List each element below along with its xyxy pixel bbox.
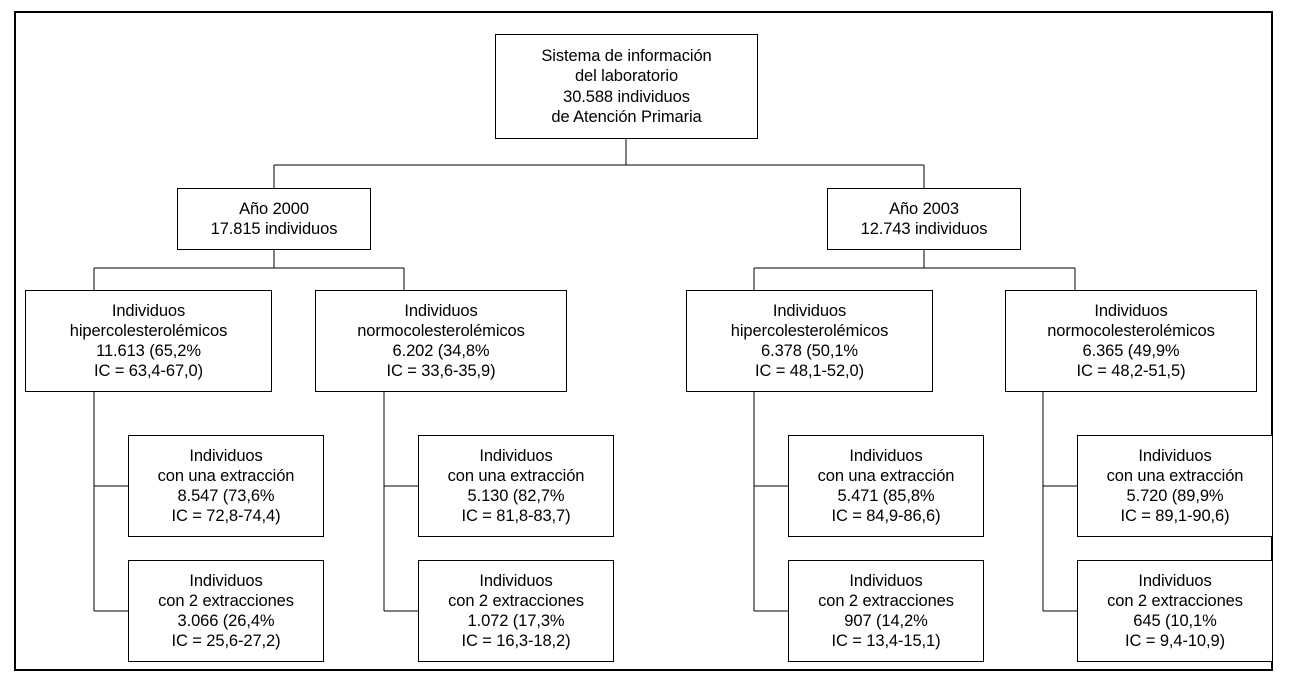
node-hiper-2003-una-line-4: IC = 84,9-86,6) [831, 507, 941, 526]
node-normo-2003-dos-line-4: IC = 9,4-10,9) [1125, 632, 1225, 651]
node-normo-2003-una-line-4: IC = 89,1-90,6) [1120, 507, 1230, 526]
node-hiper-2000-dos-extracciones[interactable]: Individuos con 2 extracciones 3.066 (26,… [128, 560, 324, 662]
diagram-frame-border [14, 11, 1273, 671]
node-hiper-2003-una-extraccion[interactable]: Individuos con una extracción 5.471 (85,… [788, 435, 984, 537]
node-hiper-2000-line-4: IC = 63,4-67,0) [93, 362, 204, 381]
node-hiper-2003-dos-line-2: con 2 extracciones [818, 591, 954, 610]
node-hiper-2003-dos-line-3: 907 (14,2% [844, 612, 928, 630]
node-hiper-2000-dos-line-1: Individuos [189, 571, 263, 590]
node-normo-2003-line-1: Individuos [1094, 301, 1168, 320]
node-normo-2003-line-4: IC = 48,2-51,5) [1076, 362, 1186, 381]
node-hiper-2000-una-line-2: con una extracción [157, 466, 295, 485]
node-hiper-2000-dos-line-3: 3.066 (26,4% [177, 612, 275, 630]
node-hiper-2003-line-1: Individuos [772, 301, 847, 320]
node-root-line-1: Sistema de información [541, 47, 712, 66]
node-normo-2000-line-4: IC = 33,6-35,9) [386, 362, 496, 381]
node-normo-2000-dos-line-2: con 2 extracciones [448, 591, 584, 610]
node-normo-2003-line-2: normocolesterolémicos [1047, 321, 1215, 340]
node-root-line-3: 30.588 individuos [563, 87, 690, 106]
node-hiper-2003-line-2: hipercolesterolémicos [730, 321, 889, 340]
node-hiper-2000-una-line-1: Individuos [189, 446, 263, 465]
node-normo-2000-dos-line-1: Individuos [479, 571, 553, 590]
node-normo-2000-una-line-4: IC = 81,8-83,7) [461, 507, 571, 526]
node-normo-2003-una-line-3: 5.720 (89,9% [1126, 487, 1224, 505]
node-hiper-2000-line-3: 11.613 (65,2% [96, 342, 201, 360]
node-normo-2003-una-line-1: Individuos [1138, 446, 1212, 465]
node-hiper-2003-line-4: IC = 48,1-52,0) [754, 362, 865, 381]
node-normo-2000-una-extraccion[interactable]: Individuos con una extracción 5.130 (82,… [418, 435, 614, 537]
node-normocolesterolemicos-2000[interactable]: Individuos normocolesterolémicos 6.202 (… [315, 290, 567, 392]
node-normo-2000-dos-line-4: IC = 16,3-18,2) [461, 632, 571, 651]
node-normo-2003-dos-line-1: Individuos [1138, 571, 1212, 590]
node-normo-2003-dos-line-3: 645 (10,1% [1133, 612, 1217, 630]
node-hiper-2000-line-1: Individuos [111, 301, 186, 320]
node-root[interactable]: Sistema de información del laboratorio 3… [495, 34, 758, 139]
node-hiper-2003-una-line-2: con una extracción [817, 466, 955, 485]
node-normo-2000-line-2: normocolesterolémicos [357, 321, 525, 340]
node-normo-2000-una-line-2: con una extracción [447, 466, 585, 485]
node-normo-2003-una-extraccion[interactable]: Individuos con una extracción 5.720 (89,… [1077, 435, 1273, 537]
node-year-2000-line-2: 17.815 individuos [210, 220, 338, 238]
node-hiper-2000-una-line-4: IC = 72,8-74,4) [171, 507, 281, 526]
node-hiper-2003-una-line-1: Individuos [849, 446, 923, 465]
node-hiper-2000-una-line-3: 8.547 (73,6% [177, 487, 275, 505]
node-normo-2000-dos-line-3: 1.072 (17,3% [467, 612, 565, 630]
node-hiper-2003-dos-extracciones[interactable]: Individuos con 2 extracciones 907 (14,2%… [788, 560, 984, 662]
node-year-2003-line-1: Año 2003 [889, 199, 959, 218]
node-normo-2000-line-3: 6.202 (34,8% [392, 342, 490, 360]
node-hiper-2000-una-extraccion[interactable]: Individuos con una extracción 8.547 (73,… [128, 435, 324, 537]
node-hiper-2000-line-2: hipercolesterolémicos [69, 321, 228, 340]
node-hiper-2003-line-3: 6.378 (50,1% [761, 342, 858, 360]
node-root-line-2: del laboratorio [574, 67, 679, 86]
node-hiper-2000-dos-line-2: con 2 extracciones [158, 591, 294, 610]
node-hipercolesterolemicos-2003[interactable]: Individuos hipercolesterolémicos 6.378 (… [686, 290, 933, 392]
node-hipercolesterolemicos-2000[interactable]: Individuos hipercolesterolémicos 11.613 … [25, 290, 272, 392]
node-year-2003[interactable]: Año 2003 12.743 individuos [827, 188, 1021, 250]
node-hiper-2003-dos-line-1: Individuos [849, 571, 923, 590]
node-normo-2000-line-1: Individuos [404, 301, 478, 320]
node-hiper-2003-dos-line-4: IC = 13,4-15,1) [831, 632, 941, 651]
node-year-2000-line-1: Año 2000 [239, 199, 309, 218]
node-normo-2003-dos-extracciones[interactable]: Individuos con 2 extracciones 645 (10,1%… [1077, 560, 1273, 662]
node-normo-2000-una-line-1: Individuos [479, 446, 553, 465]
node-normo-2003-una-line-2: con una extracción [1106, 466, 1244, 485]
node-normo-2003-line-3: 6.365 (49,9% [1082, 342, 1180, 360]
node-normocolesterolemicos-2003[interactable]: Individuos normocolesterolémicos 6.365 (… [1005, 290, 1257, 392]
node-normo-2000-una-line-3: 5.130 (82,7% [467, 487, 565, 505]
node-year-2003-line-2: 12.743 individuos [860, 220, 988, 238]
node-hiper-2003-una-line-3: 5.471 (85,8% [837, 487, 935, 505]
node-year-2000[interactable]: Año 2000 17.815 individuos [177, 188, 371, 250]
node-normo-2000-dos-extracciones[interactable]: Individuos con 2 extracciones 1.072 (17,… [418, 560, 614, 662]
node-root-line-4: de Atención Primaria [551, 107, 702, 126]
node-normo-2003-dos-line-2: con 2 extracciones [1107, 591, 1243, 610]
node-hiper-2000-dos-line-4: IC = 25,6-27,2) [171, 632, 281, 651]
